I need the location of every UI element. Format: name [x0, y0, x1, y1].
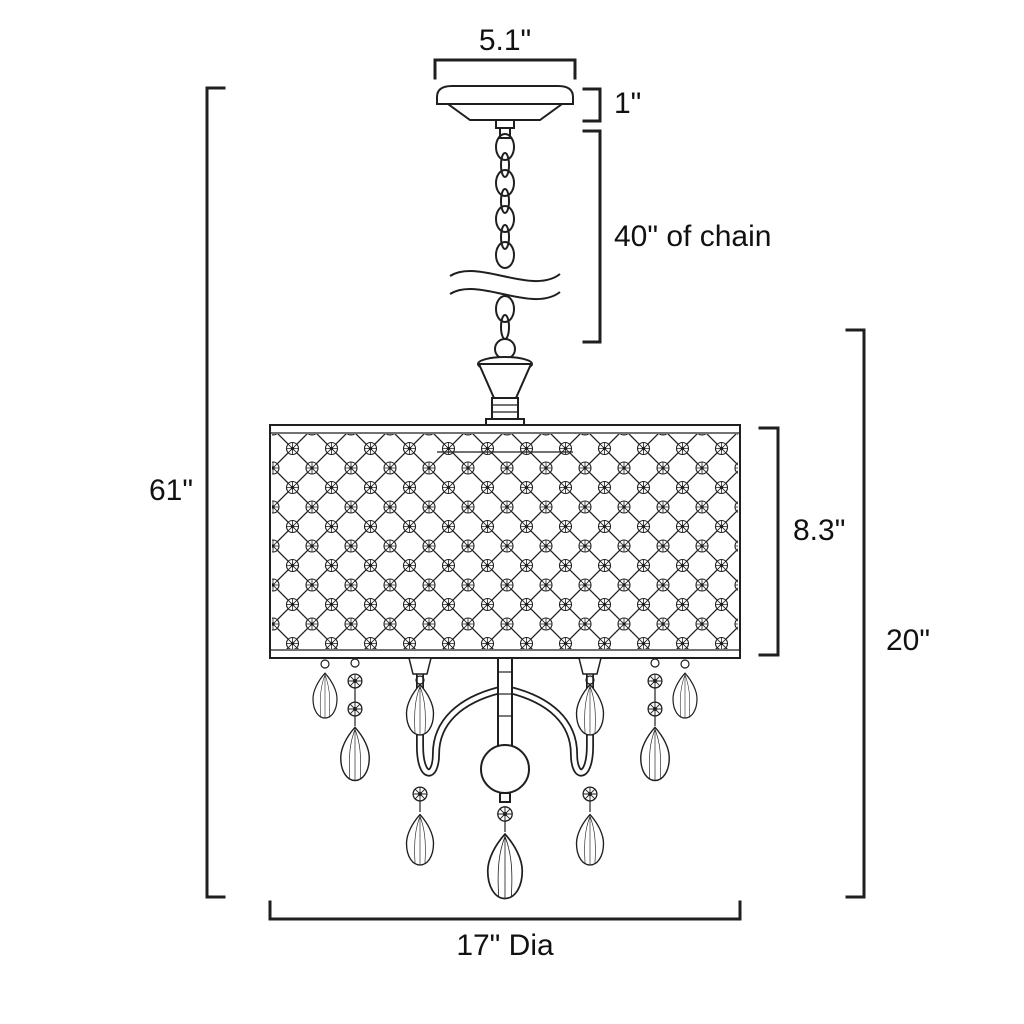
center-teardrop: [486, 833, 524, 900]
chain-break-mask: [450, 270, 560, 300]
dim-overall-height: 61": [149, 86, 226, 899]
lattice-pattern: [272, 434, 738, 649]
dim-shade-height-label: 8.3": [793, 514, 845, 547]
chain-break-line-bottom: [449, 288, 561, 301]
center-finial: [480, 657, 530, 900]
crystal-lower-left: [407, 787, 434, 865]
crystal-chain-left: [341, 659, 370, 781]
crystal-drop-arm-right: [577, 676, 604, 735]
drum-shade: [269, 424, 741, 659]
ceiling-canopy: [436, 85, 574, 139]
dim-diameter-label: 17" Dia: [456, 929, 554, 962]
dim-shade-height: 8.3": [758, 426, 845, 657]
dim-canopy-width: 5.1": [433, 24, 577, 80]
dim-fixture-height-label: 20": [886, 624, 930, 657]
dim-diameter: 17" Dia: [268, 900, 742, 962]
dim-canopy-height-label: 1": [614, 87, 641, 120]
dim-canopy-height: 1": [582, 87, 641, 123]
dim-fixture-height: 20": [845, 328, 930, 899]
dim-canopy-width-label: 5.1": [479, 24, 531, 57]
crystal-drop-outer-right: [673, 660, 697, 718]
chain-break-line-top: [449, 270, 561, 283]
crystal-lower-right: [577, 787, 604, 865]
crystal-drop-outer-left: [313, 660, 337, 718]
dim-overall-height-label: 61": [149, 474, 193, 507]
dim-chain-length-label: 40" of chain: [614, 220, 771, 253]
crystal-drop-arm-left: [407, 676, 434, 735]
fixture-hanger: [477, 338, 533, 427]
center-ball: [480, 744, 530, 794]
dim-chain-length: 40" of chain: [582, 129, 771, 344]
hanging-chain: [449, 133, 561, 340]
crystal-chain-right: [641, 659, 670, 781]
